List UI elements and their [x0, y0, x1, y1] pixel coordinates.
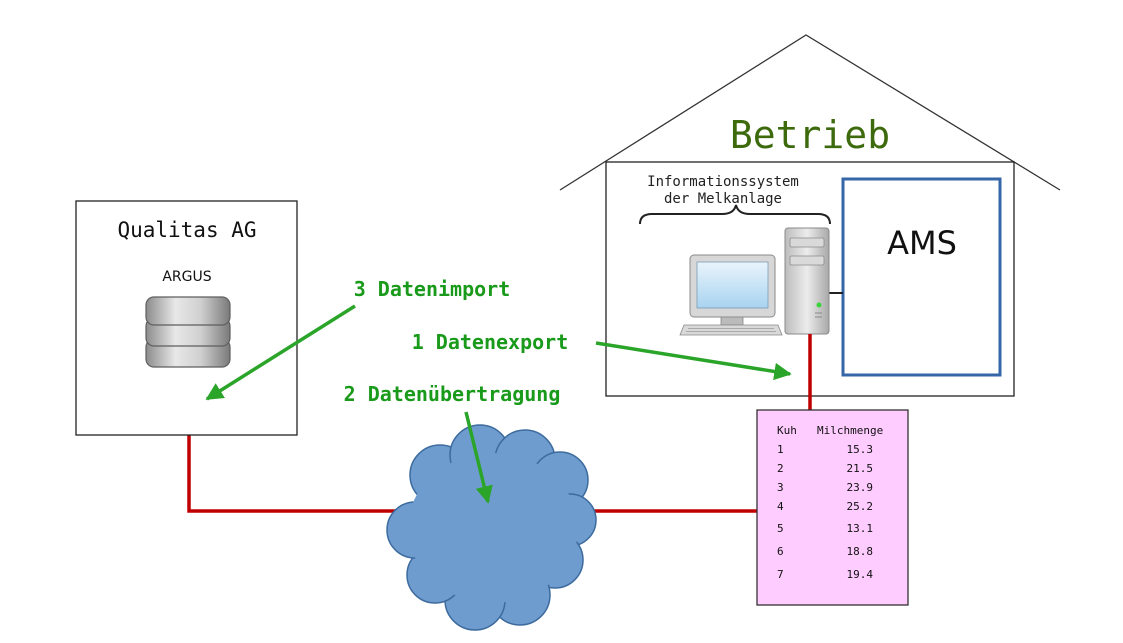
table-header-kuh: Kuh [777, 424, 797, 437]
qualitas-box: Qualitas AG ARGUS [75, 200, 298, 436]
argus-label: ARGUS [162, 269, 211, 285]
table-cell-milchmenge: 15.3 [847, 443, 874, 456]
data-table-frame [756, 409, 909, 606]
table-cell-kuh: 1 [777, 443, 784, 456]
import-arrow [205, 304, 356, 401]
table-cell-milchmenge: 25.2 [847, 500, 874, 513]
export-arrow [595, 341, 792, 381]
table-cell-kuh: 6 [777, 545, 784, 558]
step-arrows [205, 304, 792, 504]
data-table: Kuh Milchmenge 1 15.3 2 21.5 3 23.9 4 25.2 5 13.1… [756, 409, 909, 606]
pc-tower-icon [784, 227, 830, 335]
database-icon [145, 296, 231, 368]
farm-house: Betrieb Informationssystem der Melkanlag… [559, 34, 1061, 397]
step-export-label: 1 Datenexport [412, 330, 569, 354]
table-cell-milchmenge: 21.5 [847, 462, 874, 475]
qualitas-title: Qualitas AG [117, 218, 256, 242]
info-system-label-line1: Informationssystem [647, 174, 799, 190]
info-system-label-line2: der Melkanlage [664, 191, 782, 207]
table-cell-milchmenge: 23.9 [847, 481, 874, 494]
table-cell-milchmenge: 13.1 [847, 522, 874, 535]
table-cell-milchmenge: 18.8 [847, 545, 874, 558]
transfer-arrow [464, 411, 493, 504]
table-rows: 1 15.3 2 21.5 3 23.9 4 25.2 5 13.1 6 18.8 7 19.4 [777, 443, 873, 581]
table-header-milchmenge: Milchmenge [817, 424, 883, 437]
table-cell-kuh: 4 [777, 500, 784, 513]
table-cell-kuh: 2 [777, 462, 784, 475]
brace-icon [639, 204, 831, 225]
keyboard-icon [679, 324, 783, 336]
step-transfer-label: 2 Datenübertragung [344, 382, 561, 406]
ams-box [841, 177, 1002, 377]
step-import-label: 3 Datenimport [354, 277, 511, 301]
table-cell-kuh: 7 [777, 568, 784, 581]
house-roof [559, 34, 1061, 191]
table-cell-kuh: 3 [777, 481, 784, 494]
cloud-icon [386, 424, 597, 631]
table-cell-milchmenge: 19.4 [847, 568, 874, 581]
computer-monitor-icon [689, 254, 776, 326]
house-title: Betrieb [730, 113, 890, 157]
ams-label: AMS [887, 224, 957, 262]
table-cell-kuh: 5 [777, 522, 784, 535]
